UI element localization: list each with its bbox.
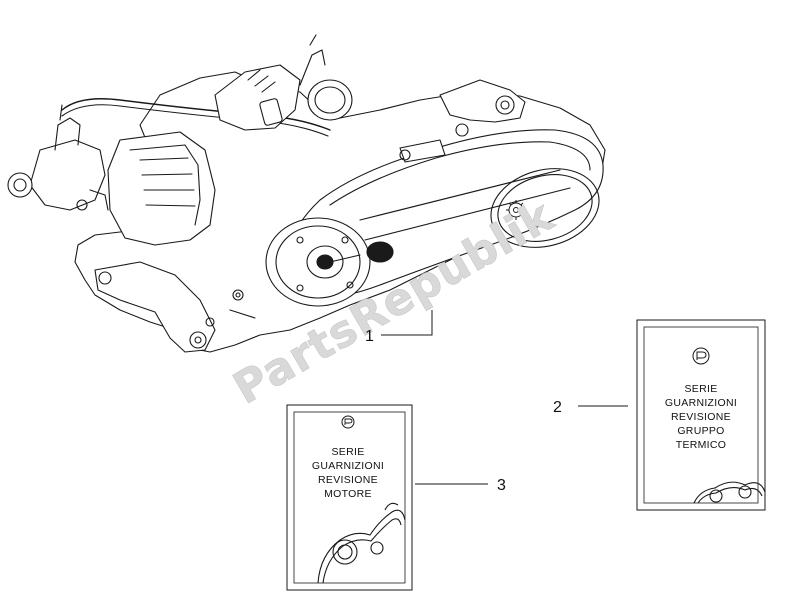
gasket-illustration xyxy=(317,502,406,584)
kit3-line-1: SERIE xyxy=(331,446,364,458)
gasket-kit-cylinder: SERIE GUARNIZIONI REVISIONE GRUPPO TERMI… xyxy=(636,319,766,511)
callout-2: 2 xyxy=(553,399,628,416)
kit3-line-3: REVISIONE xyxy=(318,474,378,486)
gasket-illustration xyxy=(693,481,766,504)
callout-3: 3 xyxy=(415,477,506,494)
kit3-line-4: MOTORE xyxy=(324,488,372,500)
kit2-line-2: GUARNIZIONI xyxy=(665,397,737,409)
kit2-line-3: REVISIONE xyxy=(671,411,731,423)
engine-assembly xyxy=(7,34,606,353)
gasket-kit-engine: SERIE GUARNIZIONI REVISIONE MOTORE xyxy=(286,404,413,591)
kit3-line-2: GUARNIZIONI xyxy=(312,460,384,472)
kit2-line-1: SERIE xyxy=(684,383,717,395)
callout-1: 1 xyxy=(365,310,433,345)
kit2-line-4: GRUPPO xyxy=(677,425,724,437)
callout-1-number: 1 xyxy=(365,328,374,345)
callout-3-number: 3 xyxy=(497,477,506,494)
brand-logo-icon xyxy=(692,347,710,365)
callout-2-number: 2 xyxy=(553,399,562,416)
gear-icon xyxy=(506,200,526,220)
kit2-line-5: TERMICO xyxy=(676,439,727,451)
brand-logo-icon xyxy=(341,415,355,429)
